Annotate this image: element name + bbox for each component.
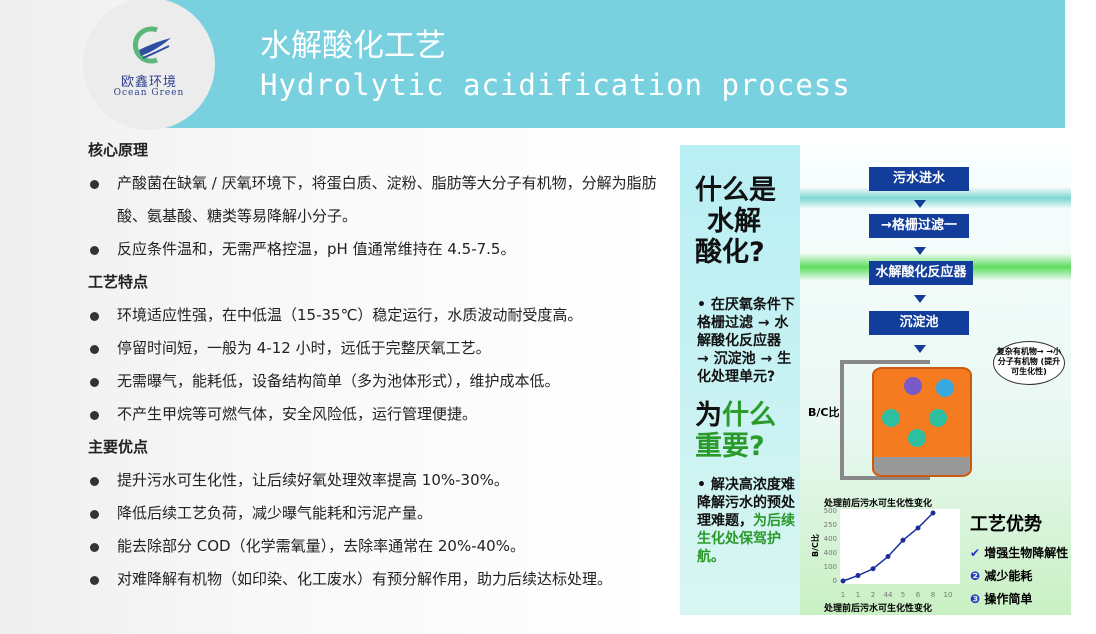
bullet-item: 降低后续工艺负荷，减少曝气能耗和污泥产量。 (88, 497, 678, 530)
pipe (840, 360, 930, 480)
arrow-down-icon (914, 295, 926, 303)
data-point (870, 566, 876, 572)
reactor-tank (872, 367, 972, 477)
microbe-icon (929, 409, 947, 427)
y-tick-label: 500 (824, 507, 837, 515)
plot-area (840, 509, 960, 584)
point-1: • 在厌氧条件下格栅过滤 → 水解酸化反应器 → 沉淀池 → 生化处理单元? (697, 297, 795, 385)
data-point (855, 573, 861, 579)
microbe-icon (904, 377, 922, 395)
chart-title: 处理前后污水可生化性变化 (824, 499, 933, 509)
microbe-icon (936, 379, 954, 397)
x-tick-label: 1 (856, 591, 860, 599)
logo: 欧鑫环境 Ocean Green (83, 0, 215, 130)
bc-chart: B/C比 0 100 400 400 250 500 1 1 2 44 5 6 8 10 (810, 507, 960, 599)
bullet-item: 环境适应性强，在中低温（15-35℃）稳定运行，水质波动耐受度高。 (88, 299, 678, 332)
arrow-down-icon (914, 247, 926, 255)
tank-label: B/C比 (808, 406, 840, 419)
check-circle-icon: ✔ (970, 546, 981, 560)
question-2: 为什么 (695, 400, 776, 431)
x-tick-label: 1 (841, 591, 845, 599)
advantage-item: ✔ 增强生物降解性 (970, 546, 1069, 560)
logo-mark-icon (133, 26, 171, 64)
number-3-icon: ❸ (970, 592, 981, 606)
speech-bubble: 复杂有机物→ →小分子有机物 (提升可生化性) (993, 341, 1065, 385)
data-point (885, 554, 891, 560)
bullet-item: 反应条件温和，无需严格控温，pH 值通常维持在 4.5-7.5。 (88, 233, 678, 266)
advantages: 工艺优势 ✔ 增强生物降解性 ❷ 减少能耗 ❸ 操作简单 (970, 510, 1068, 613)
x-tick-label: 2 (871, 591, 875, 599)
question-1: 水解 (707, 206, 761, 237)
sludge (874, 457, 970, 475)
question-1: 什么是 (695, 175, 776, 206)
y-tick-label: 400 (824, 535, 837, 543)
page-title: 水解酸化工艺 (260, 28, 446, 64)
arrow-down-icon (914, 200, 926, 208)
bullet-item: 无需曝气，能耗低，设备结构简单（多为池体形式），维护成本低。 (88, 365, 678, 398)
bullet-item: 停留时间短，一般为 4-12 小时，远低于完整厌氧工艺。 (88, 332, 678, 365)
y-tick-label: 100 (824, 563, 837, 571)
page-subtitle: Hydrolytic acidification process (260, 68, 851, 102)
point-2: • 解决高浓度难降解污水的预处理难题， (697, 477, 795, 529)
arrow-down-icon (914, 345, 926, 353)
microbe-icon (908, 429, 926, 447)
band (800, 187, 1071, 209)
infographic: 什么是 水解 酸化? • 在厌氧条件下格栅过滤 → 水解酸化反应器 → 沉淀池 … (680, 145, 1071, 615)
bullet-item: 对难降解有机物（如印染、化工废水）有预分解作用，助力后续达标处理。 (88, 563, 678, 596)
flow-step: 沉淀池 (869, 311, 969, 335)
flow-step: 污水进水 (869, 167, 969, 191)
x-tick-label: 8 (931, 591, 935, 599)
infographic-left-column: 什么是 水解 酸化? • 在厌氧条件下格栅过滤 → 水解酸化反应器 → 沉淀池 … (680, 145, 800, 615)
x-tick-label: 10 (944, 591, 953, 599)
data-point (930, 510, 936, 516)
data-point (915, 525, 921, 531)
data-point (900, 537, 906, 543)
bullet-item: 不产生甲烷等可燃气体，安全风险低，运行管理便捷。 (88, 398, 678, 431)
y-tick-label: 0 (833, 577, 837, 585)
number-2-icon: ❷ (970, 569, 981, 583)
section-heading: 核心原理 (88, 141, 149, 159)
section-heading: 主要优点 (88, 438, 149, 456)
question-2b: 重要? (695, 431, 765, 462)
x-tick-label: 5 (901, 591, 905, 599)
bullet-item: 产酸菌在缺氧 / 厌氧环境下，将蛋白质、淀粉、脂肪等大分子有机物，分解为脂肪酸、… (88, 167, 678, 233)
header-band (150, 0, 1065, 128)
x-tick-label: 44 (884, 591, 893, 599)
y-tick-label: 250 (824, 521, 837, 529)
logo-name-en: Ocean Green (113, 88, 185, 98)
advantages-title: 工艺优势 (970, 514, 1042, 535)
y-axis-label: B/C比 (810, 534, 820, 557)
chart-xlabel: 处理前后污水可生化性变化 (824, 604, 933, 614)
bullet-item: 提升污水可生化性，让后续好氧处理效率提高 10%-30%。 (88, 464, 678, 497)
logo-name-cn: 欧鑫环境 (120, 75, 177, 90)
y-tick-label: 400 (824, 549, 837, 557)
section-heading: 工艺特点 (88, 273, 149, 291)
advantage-item: ❸ 操作简单 (970, 592, 1033, 606)
flow-step: 水解酸化反应器 (869, 261, 973, 285)
microbe-icon (882, 409, 900, 427)
x-tick-label: 6 (916, 591, 921, 599)
content-text: 核心原理 产酸菌在缺氧 / 厌氧环境下，将蛋白质、淀粉、脂肪等大分子有机物，分解… (88, 134, 678, 596)
advantage-item: ❷ 减少能耗 (970, 569, 1033, 583)
data-point (840, 578, 846, 584)
bullet-item: 能去除部分 COD（化学需氧量），去除率通常在 20%-40%。 (88, 530, 678, 563)
flow-step: →格栅过滤一 (869, 214, 969, 238)
question-1: 酸化? (695, 237, 765, 268)
